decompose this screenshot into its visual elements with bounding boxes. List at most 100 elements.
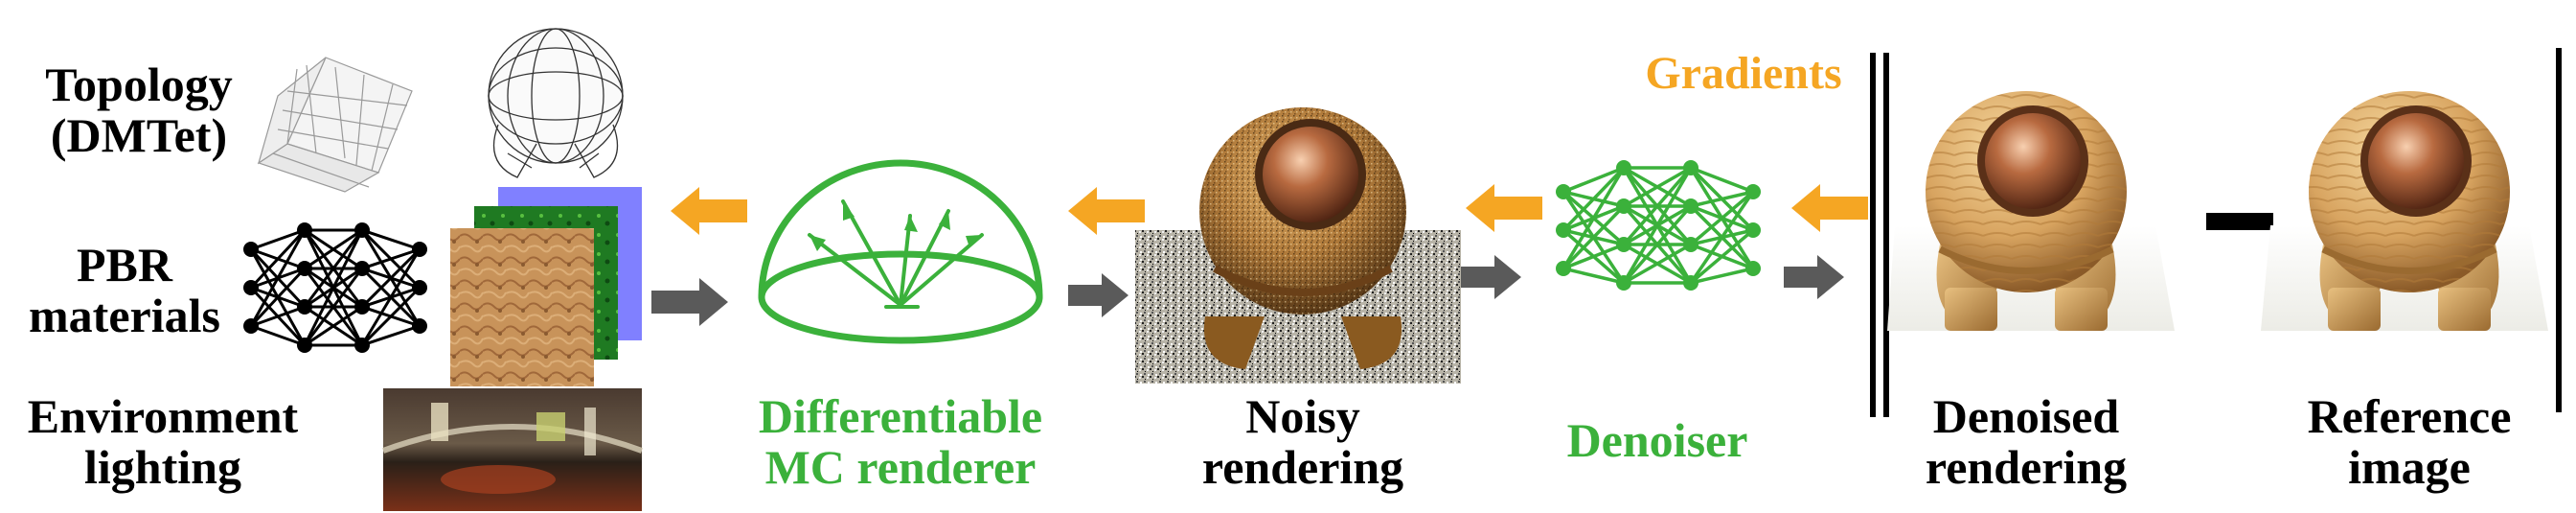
reference-image: [2261, 91, 2548, 331]
label-denoised-rendering: Denoised rendering: [1902, 391, 2151, 492]
network-node: [1683, 160, 1698, 175]
label-pbr-materials: PBR materials: [29, 240, 220, 340]
network-node: [1683, 237, 1698, 252]
material-maps: [450, 187, 642, 386]
network-edge: [360, 286, 422, 347]
hemisphere-sampling-icon: [758, 159, 1043, 344]
minus-sign: [2206, 213, 2273, 230]
network-node: [297, 261, 312, 276]
neural-network-icon: [1556, 160, 1761, 291]
network-node: [243, 242, 259, 257]
label-environment-lighting: Environment lighting: [0, 391, 326, 492]
network-edge: [249, 267, 307, 328]
label-noisy-line2: rendering: [1201, 439, 1404, 494]
network-edge: [1689, 190, 1755, 246]
label-topology: Topology (DMTet): [29, 59, 249, 160]
label-pbr-line1: PBR: [77, 238, 172, 291]
label-renderer-line1: Differentiable: [758, 389, 1043, 443]
network-edge: [1689, 191, 1755, 284]
network-edge: [1622, 167, 1693, 284]
network-edge: [303, 229, 364, 346]
gradient-arrows: [671, 184, 1868, 235]
label-renderer: Differentiable MC renderer: [728, 391, 1073, 492]
network-edge: [304, 305, 363, 347]
network-node: [354, 261, 370, 276]
divider-left-1: [1870, 53, 1876, 417]
network-node: [297, 338, 312, 353]
network-edge: [1622, 166, 1693, 246]
network-node: [1616, 198, 1631, 214]
network-edge: [303, 229, 364, 308]
denoised-rendering-image: [1887, 91, 2175, 331]
label-gradients: Gradients: [1645, 48, 1842, 99]
network-node: [1683, 275, 1698, 291]
network-edge: [249, 229, 307, 327]
gradient-arrow-2: [1068, 187, 1145, 235]
network-node: [1616, 237, 1631, 252]
label-topology-line1: Topology: [45, 58, 233, 111]
network-node: [1745, 261, 1761, 276]
neural-network-icon: [243, 222, 427, 353]
label-noisy-rendering: Noisy rendering: [1159, 391, 1447, 492]
label-reference-line2: image: [2348, 439, 2471, 494]
network-edge: [360, 247, 422, 309]
environment-map: [381, 388, 644, 511]
arrow-to-denoiser: [1461, 255, 1521, 299]
network-edge: [1690, 166, 1754, 194]
label-pbr-line2: materials: [29, 288, 220, 342]
network-edge: [303, 268, 364, 346]
label-reference-line1: Reference: [2307, 389, 2512, 443]
gradient-arrow-1: [671, 187, 747, 235]
arrow-to-output: [1784, 255, 1844, 299]
wireframe-shape-icon: [488, 28, 624, 178]
network-edge: [250, 228, 306, 251]
network-edge: [1690, 267, 1754, 285]
network-node: [412, 280, 427, 295]
label-denoiser: Denoiser: [1566, 413, 1748, 467]
label-noisy-line1: Noisy: [1245, 389, 1360, 443]
network-edge: [1623, 243, 1692, 285]
network-edge: [360, 248, 422, 346]
network-edge: [1562, 243, 1625, 270]
network-node: [354, 338, 370, 353]
network-edge: [361, 324, 421, 347]
network-node: [1745, 184, 1761, 199]
network-edge: [1689, 228, 1755, 285]
label-env-line2: lighting: [84, 439, 241, 494]
network-edge: [1562, 204, 1626, 270]
network-node: [412, 318, 427, 334]
network-node: [243, 280, 259, 295]
network-node: [354, 222, 370, 238]
gradient-arrow-3: [1466, 184, 1542, 232]
noisy-rendering-image: [1135, 107, 1461, 384]
network-node: [1616, 275, 1631, 291]
network-node: [1556, 184, 1571, 199]
network-edge: [1562, 167, 1626, 269]
gradient-arrow-4: [1791, 184, 1868, 232]
network-node: [1556, 222, 1571, 238]
label-env-line1: Environment: [27, 389, 299, 443]
network-edge: [250, 324, 306, 347]
network-node: [354, 299, 370, 315]
divider-right: [2556, 48, 2562, 412]
label-denoised-line2: rendering: [1925, 439, 2128, 494]
divider-left-2: [1883, 53, 1889, 417]
network-node: [412, 242, 427, 257]
network-edge: [1690, 190, 1754, 208]
network-edge: [250, 305, 306, 328]
arrow-to-noisy: [1068, 273, 1128, 317]
network-edge: [361, 228, 421, 251]
network-edge: [1562, 166, 1626, 232]
network-edge: [249, 228, 307, 290]
wireframe-cube-icon: [257, 57, 413, 193]
network-node: [1616, 160, 1631, 175]
network-node: [243, 318, 259, 334]
network-edge: [361, 247, 421, 270]
label-renderer-line2: MC renderer: [764, 439, 1037, 494]
arrow-to-renderer: [651, 278, 728, 326]
network-edge: [1623, 166, 1692, 208]
gray-arrows: [651, 255, 1844, 326]
network-node: [297, 299, 312, 315]
